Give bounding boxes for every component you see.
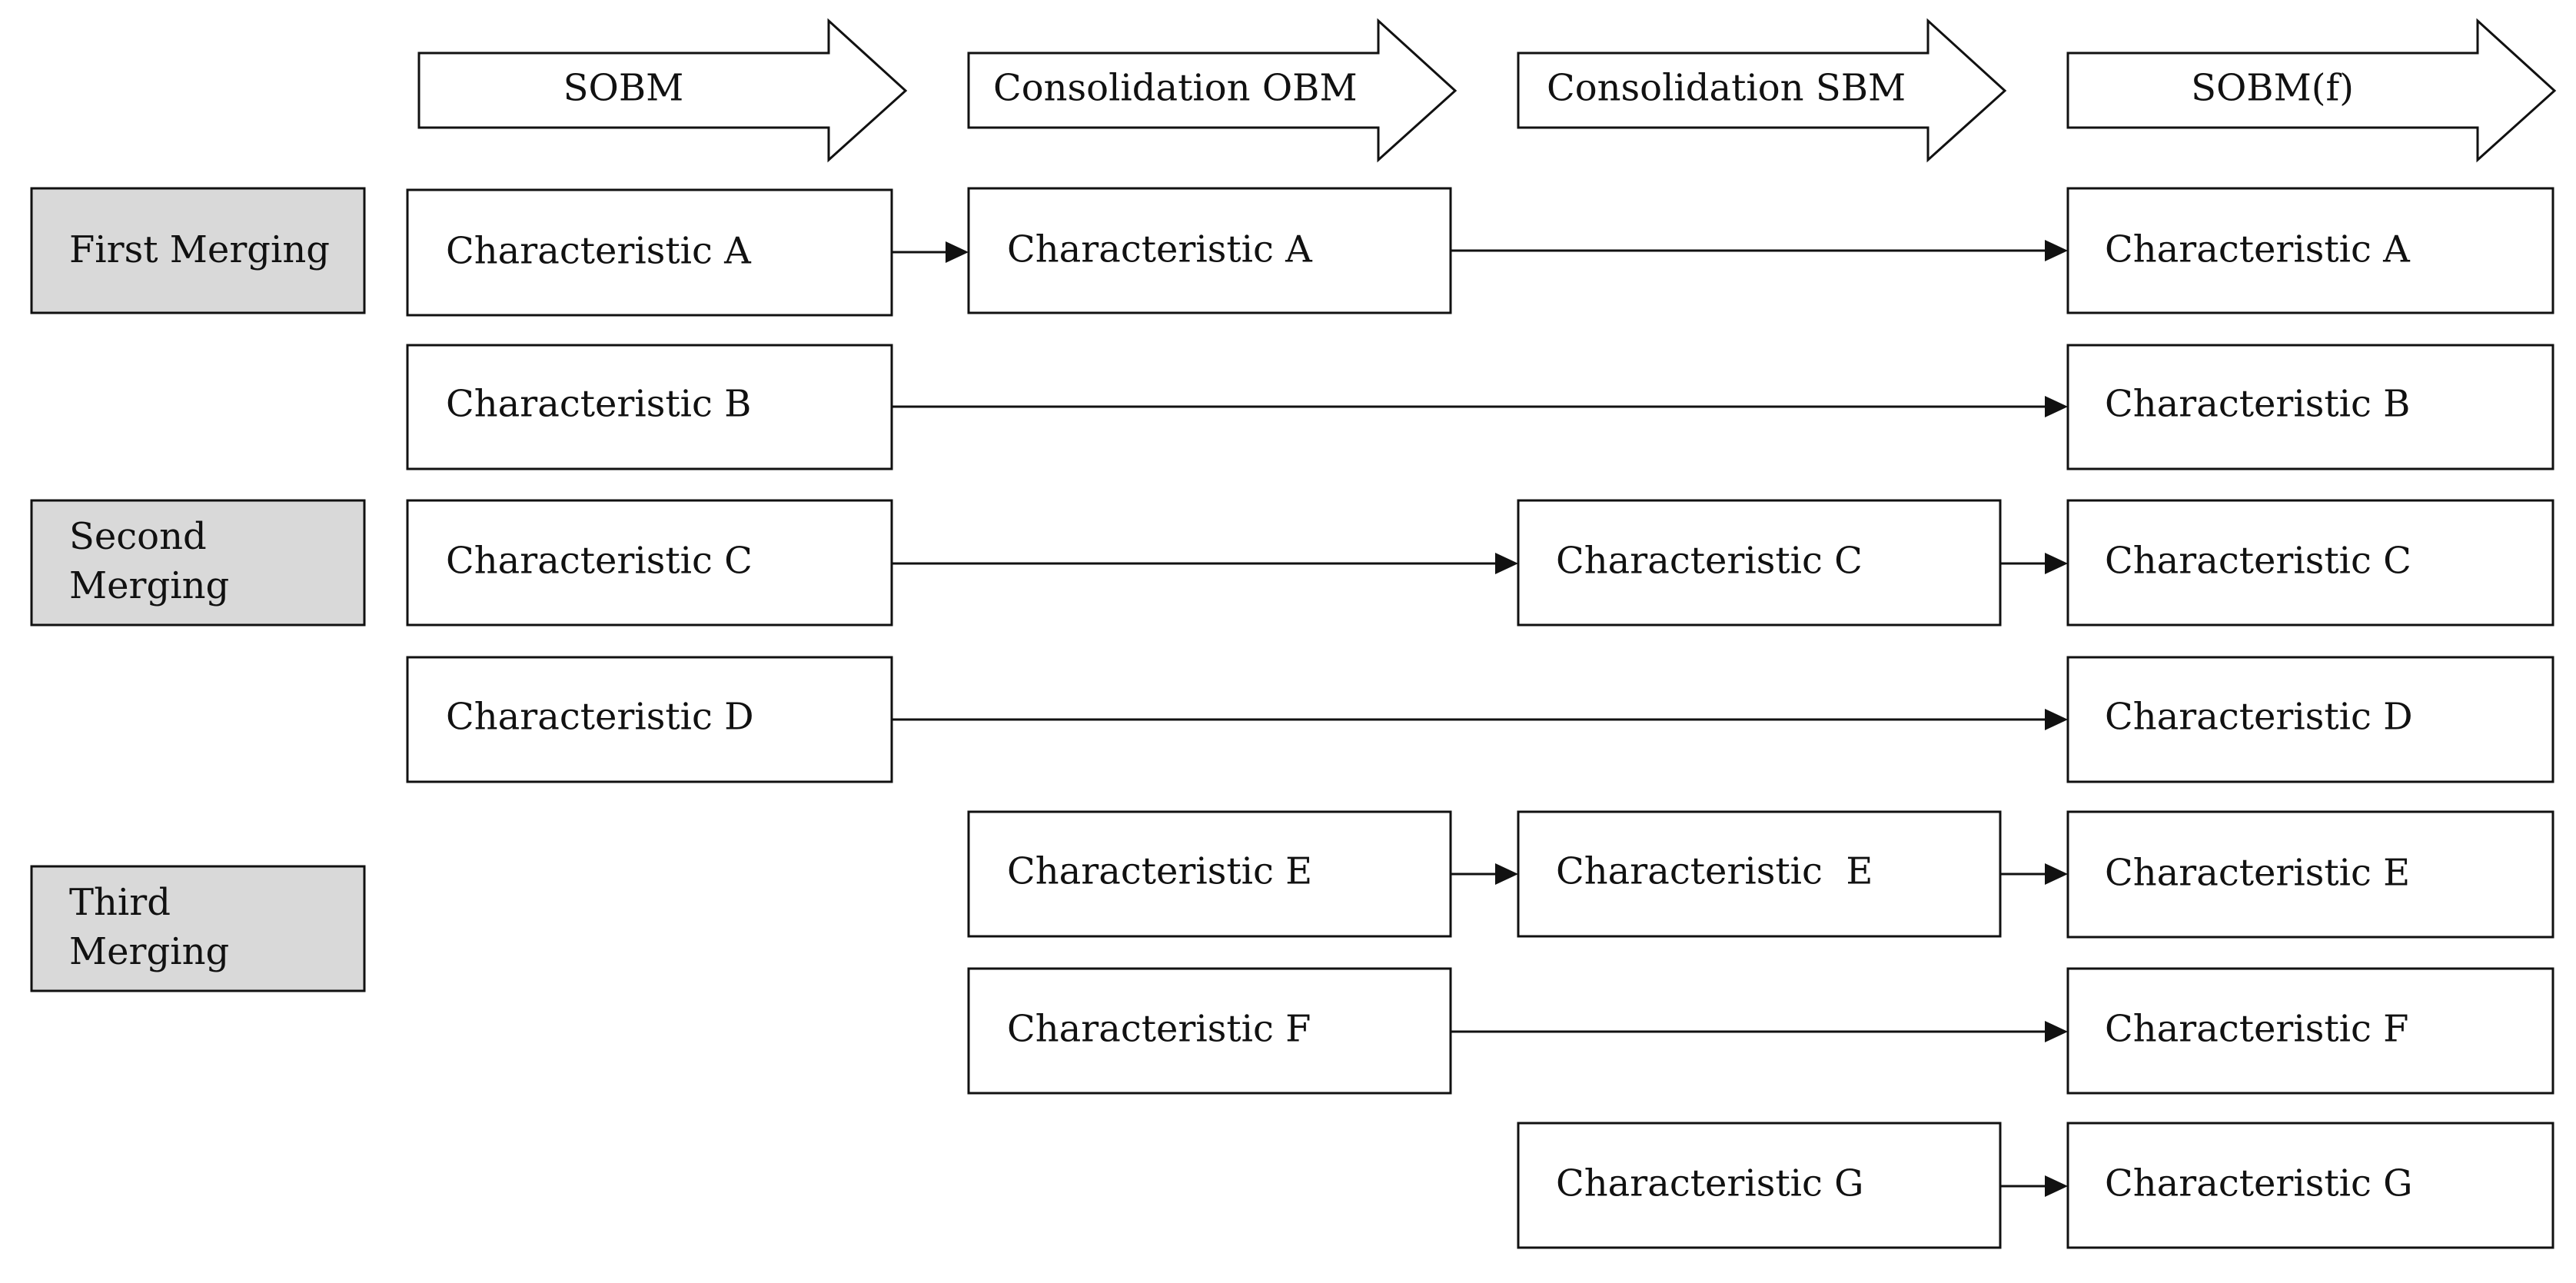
phase-arrow-consolidation-obm: Consolidation OBM [967,18,1458,163]
arrowhead-c-sbm [1495,553,1518,574]
arrowhead-g-final [2045,1175,2068,1197]
box-final-characteristic-b: Characteristic B [2066,344,2554,470]
arrowhead-a-obm [946,241,969,263]
phase-label-sobm-f: SOBM(f) [2191,67,2354,110]
arrowhead-e-sbm [1495,863,1518,885]
box-final-characteristic-c: Characteristic C [2066,499,2554,627]
box-label: Characteristic C [446,540,753,583]
phase-arrow-sobm: SOBM [417,18,908,163]
phase-label-consolidation-obm: Consolidation OBM [993,67,1358,110]
group-label-first-merging: First Merging [69,228,330,271]
box-final-characteristic-f: Characteristic F [2066,967,2554,1095]
phase-arrow-sobm-f: SOBM(f) [2066,18,2557,163]
box-sobm-characteristic-a: Characteristic A [406,188,893,317]
group-label-third-merging: Third Merging [69,881,229,973]
box-final-characteristic-g: Characteristic G [2066,1122,2554,1249]
box-sbm-characteristic-g: Characteristic G [1517,1122,2002,1249]
box-label: Characteristic E [2105,852,2410,895]
box-final-characteristic-a: Characteristic A [2066,187,2554,314]
box-label: Characteristic D [2105,696,2413,739]
group-label-second-merging: Second Merging [69,515,229,607]
arrowhead-a-final [2045,240,2068,261]
arrowhead-c-final [2045,553,2068,574]
box-label: Characteristic F [2105,1008,2408,1051]
box-sobm-characteristic-c: Characteristic C [406,499,893,627]
box-label: Characteristic B [2105,383,2410,426]
phase-label-consolidation-sbm: Consolidation SBM [1547,67,1906,110]
arrowhead-e-final [2045,863,2068,885]
connectors [892,240,2068,1197]
group-second-merging: Second Merging [30,499,366,627]
phase-arrow-consolidation-sbm: Consolidation SBM [1517,18,2007,163]
box-label: Characteristic A [2105,228,2411,271]
arrowhead-d-final [2045,709,2068,730]
box-label: Characteristic E [1556,850,1873,893]
box-obm-characteristic-a: Characteristic A [967,187,1452,314]
arrowhead-b-final [2045,396,2068,417]
box-label: Characteristic G [1556,1162,1863,1205]
box-sobm-characteristic-d: Characteristic D [406,656,893,783]
box-sobm-characteristic-b: Characteristic B [406,344,893,470]
box-label: Characteristic C [2105,540,2411,583]
box-obm-characteristic-f: Characteristic F [967,967,1452,1095]
arrowhead-f-final [2045,1021,2068,1042]
box-label: Characteristic D [446,696,754,739]
phase-label-sobm: SOBM [563,67,684,110]
group-first-merging: First Merging [30,187,366,314]
box-obm-characteristic-e: Characteristic E [967,810,1452,938]
box-sbm-characteristic-c: Characteristic C [1517,499,2002,627]
box-sbm-characteristic-e: Characteristic E [1517,810,2002,938]
box-label: Characteristic A [1007,228,1313,271]
box-final-characteristic-d: Characteristic D [2066,656,2554,783]
box-label: Characteristic E [1007,850,1312,893]
group-third-merging: Third Merging [30,865,366,992]
box-final-characteristic-e: Characteristic E [2066,810,2554,939]
box-label: Characteristic C [1556,540,1863,583]
box-label: Characteristic A [446,230,752,273]
box-label: Characteristic G [2105,1162,2412,1205]
box-label: Characteristic F [1007,1008,1311,1051]
box-label: Characteristic B [446,383,751,426]
